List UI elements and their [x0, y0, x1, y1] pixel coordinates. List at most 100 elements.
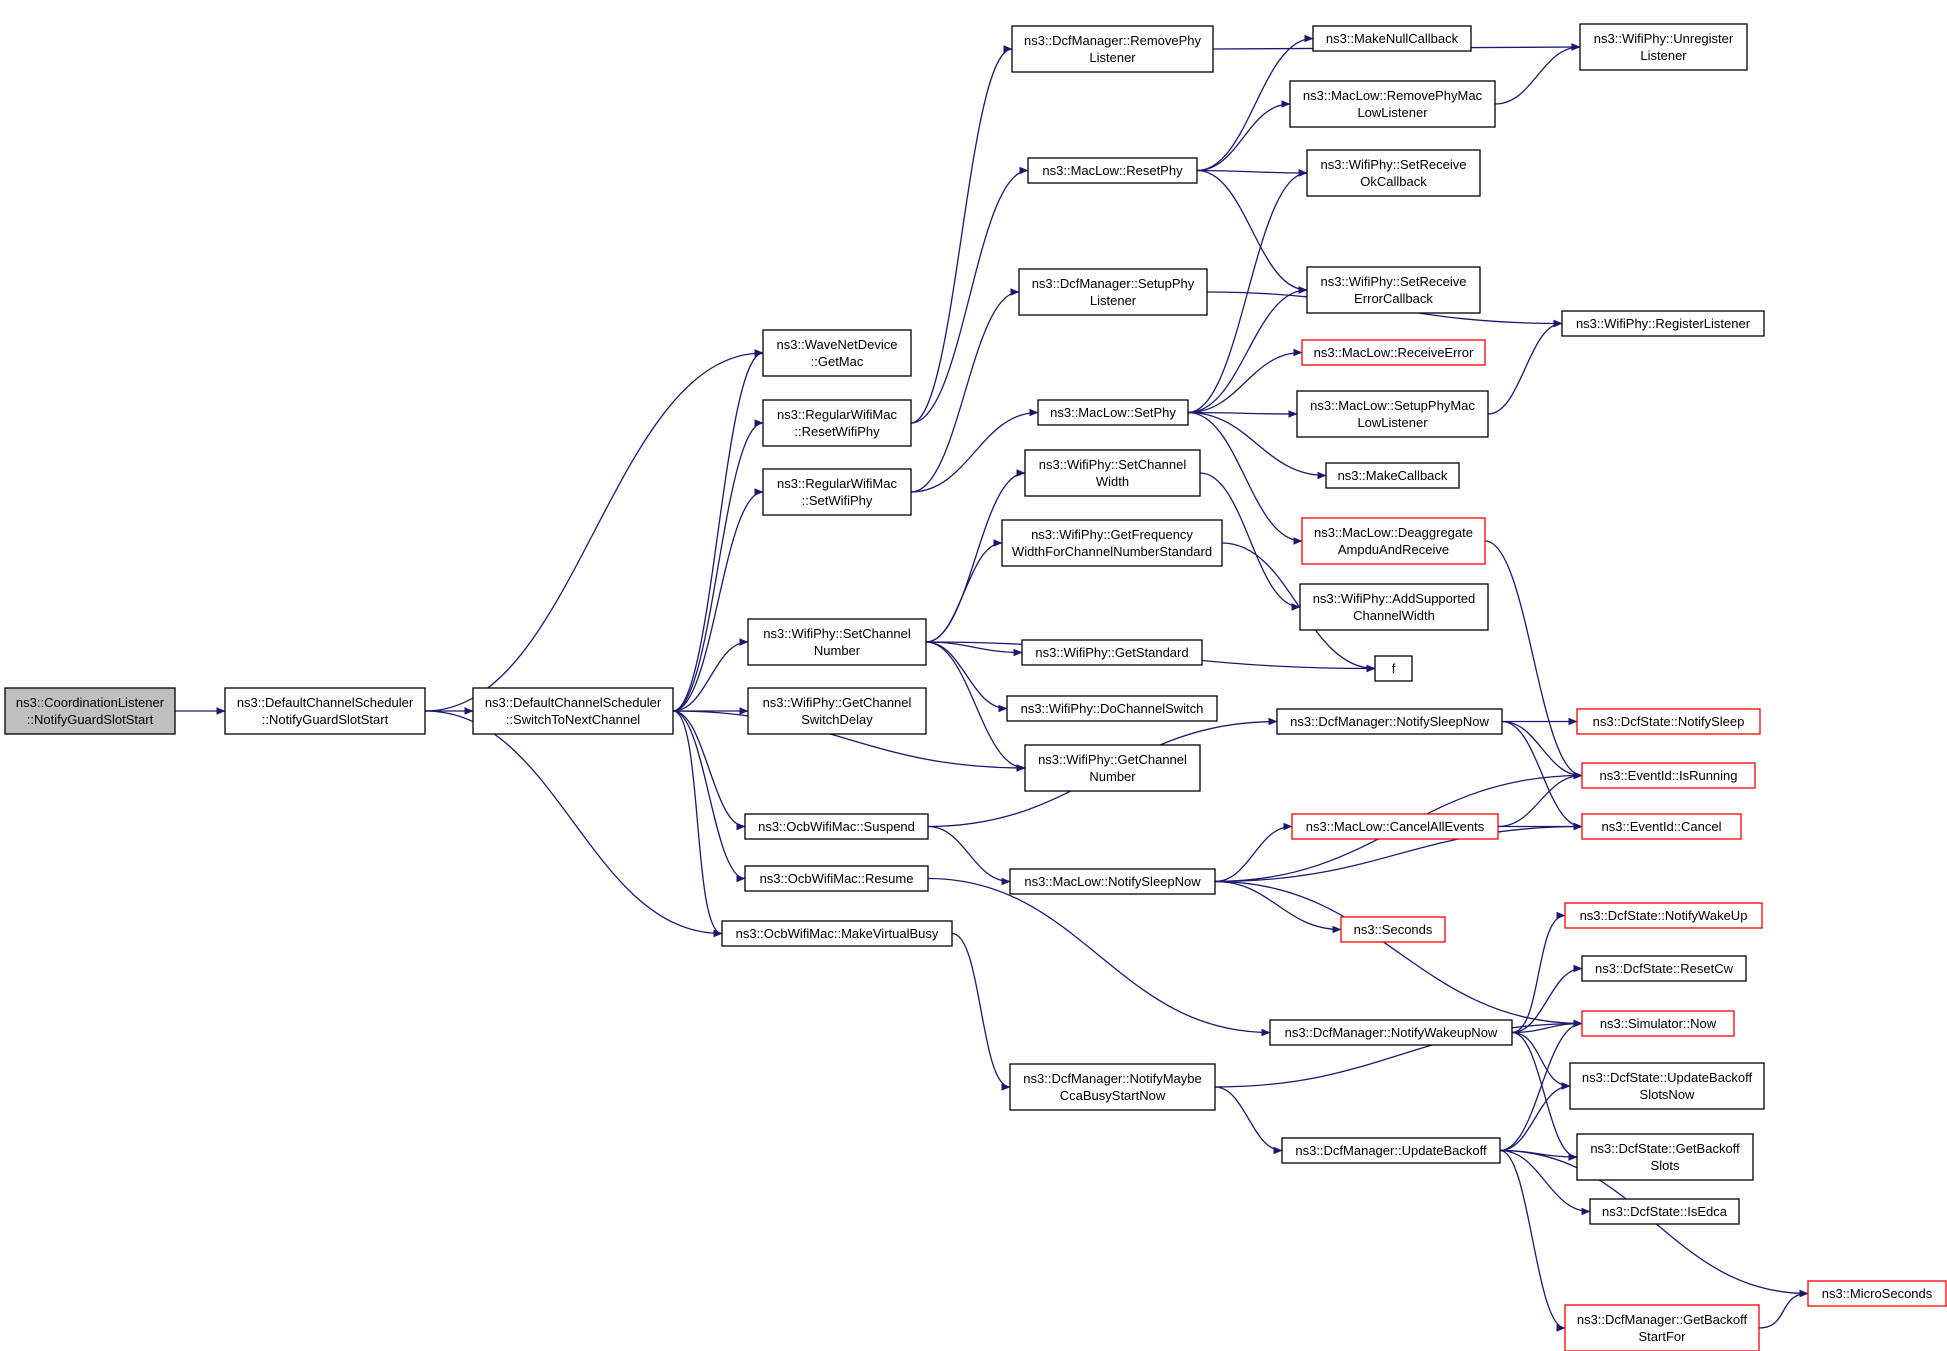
node-micro[interactable]: ns3::MicroSeconds — [1807, 1280, 1947, 1307]
node-dcs-notify[interactable]: ns3::DefaultChannelScheduler::NotifyGuar… — [224, 687, 426, 735]
node-label-line: ns3::Simulator::Now — [1600, 1016, 1717, 1031]
edge-dcf_ccabusy-to-sim_now — [1214, 1019, 1583, 1088]
node-make-cb[interactable]: ns3::MakeCallback — [1325, 462, 1460, 489]
node-label-line: SwitchDelay — [801, 712, 873, 727]
node-seconds[interactable]: ns3::Seconds — [1340, 916, 1446, 943]
node-st-sleep[interactable]: ns3::DcfState::NotifySleep — [1576, 708, 1761, 735]
edge-mac_resetphy-to-mac_removephy — [1196, 100, 1291, 172]
node-box — [1325, 462, 1460, 489]
node-label-line: ns3::WifiPhy::SetReceive — [1321, 157, 1467, 172]
node-mac-setphy[interactable]: ns3::MacLow::SetPhy — [1037, 399, 1189, 426]
node-label-line: ns3::WifiPhy::RegisterListener — [1576, 316, 1751, 331]
node-phy-reg[interactable]: ns3::WifiPhy::RegisterListener — [1561, 310, 1765, 337]
node-st-resetcw[interactable]: ns3::DcfState::ResetCw — [1581, 955, 1747, 982]
node-ocb-suspend[interactable]: ns3::OcbWifiMac::Suspend — [744, 813, 929, 840]
edge-mac_sleep-to-sim_now — [1214, 880, 1583, 1028]
node-coord[interactable]: ns3::CoordinationListener::NotifyGuardSl… — [4, 687, 176, 735]
node-phy-getstd[interactable]: ns3::WifiPhy::GetStandard — [1021, 639, 1203, 666]
node-label-line: ns3::MacLow::ResetPhy — [1042, 163, 1183, 178]
node-label-line: ns3::OcbWifiMac::Suspend — [758, 819, 915, 834]
edge-dcf_update-to-st_isedca — [1499, 1149, 1591, 1216]
node-f[interactable]: f — [1374, 655, 1413, 682]
node-st-wakeup[interactable]: ns3::DcfState::NotifyWakeUp — [1564, 902, 1763, 929]
node-phy-getfreq[interactable]: ns3::WifiPhy::GetFrequencyWidthForChanne… — [1001, 519, 1223, 567]
node-label-line: ns3::DcfState::NotifySleep — [1593, 714, 1745, 729]
node-mac-cancelall[interactable]: ns3::MacLow::CancelAllEvents — [1291, 813, 1499, 840]
node-label-line: Width — [1096, 474, 1129, 489]
node-box — [1306, 149, 1481, 197]
node-label-line: ns3::MacLow::ReceiveError — [1314, 345, 1474, 360]
node-label-line: ns3::WifiPhy::Unregister — [1594, 31, 1734, 46]
node-mac-resetphy[interactable]: ns3::MacLow::ResetPhy — [1027, 157, 1198, 184]
edge-dcs_switch-to-phy_setchnum — [672, 638, 749, 712]
node-label-line: ns3::MakeCallback — [1338, 468, 1448, 483]
edge-dcf_wakeup-to-st_updslots — [1511, 1031, 1571, 1090]
node-dcf-wakeup[interactable]: ns3::DcfManager::NotifyWakeupNow — [1269, 1019, 1513, 1046]
node-ocb-resume[interactable]: ns3::OcbWifiMac::Resume — [744, 865, 929, 892]
node-mac-recerr[interactable]: ns3::MacLow::ReceiveError — [1301, 339, 1486, 366]
node-st-isedca[interactable]: ns3::DcfState::IsEdca — [1589, 1198, 1740, 1225]
edge-rwm_set-to-mac_setphy — [910, 408, 1039, 493]
node-ev-running[interactable]: ns3::EventId::IsRunning — [1581, 762, 1756, 789]
node-rwm-set[interactable]: ns3::RegularWifiMac::SetWifiPhy — [762, 468, 912, 516]
edge-rwm_reset-to-mac_resetphy — [910, 166, 1029, 424]
node-dcf-sleep[interactable]: ns3::DcfManager::NotifySleepNow — [1276, 708, 1503, 735]
edge-dcf_sleep-to-ev_cancel — [1501, 720, 1583, 831]
edge-dcf_wakeup-to-st_resetcw — [1511, 964, 1583, 1034]
edge-mac_setphy-to-mac_setupphy — [1187, 410, 1298, 418]
node-label-line: ChannelWidth — [1353, 608, 1435, 623]
node-rwm-reset[interactable]: ns3::RegularWifiMac::ResetWifiPhy — [762, 399, 912, 447]
node-label-line: ns3::DcfManager::NotifyMaybe — [1023, 1071, 1201, 1086]
node-label-line: ::NotifyGuardSlotStart — [27, 712, 154, 727]
edge-phy_setchnum-to-phy_getstd — [925, 641, 1023, 657]
node-box — [1581, 955, 1747, 982]
node-label-line: ns3::EventId::Cancel — [1602, 819, 1722, 834]
node-dcf-ccabusy[interactable]: ns3::DcfManager::NotifyMaybeCcaBusyStart… — [1009, 1063, 1216, 1111]
node-label-line: ns3::WifiPhy::DoChannelSwitch — [1021, 701, 1204, 716]
node-dcf-update[interactable]: ns3::DcfManager::UpdateBackoff — [1281, 1137, 1501, 1164]
node-phy-doswitch[interactable]: ns3::WifiPhy::DoChannelSwitch — [1006, 695, 1218, 722]
node-label-line: ns3::DefaultChannelScheduler — [485, 695, 662, 710]
node-label-line: SlotsNow — [1640, 1087, 1696, 1102]
edge-rwm_set-to-dcf_setupphy — [910, 288, 1020, 493]
node-label-line: ns3::DcfState::GetBackoff — [1590, 1141, 1740, 1156]
node-box — [762, 329, 912, 377]
node-box — [1301, 339, 1486, 366]
node-box — [1299, 583, 1489, 631]
node-wnd-getmac[interactable]: ns3::WaveNetDevice::GetMac — [762, 329, 912, 377]
node-box — [1296, 390, 1489, 438]
node-label-line: ErrorCallback — [1354, 291, 1433, 306]
node-mac-sleep[interactable]: ns3::MacLow::NotifySleepNow — [1009, 868, 1216, 895]
node-box — [1021, 639, 1203, 666]
node-dcs-switch[interactable]: ns3::DefaultChannelScheduler::SwitchToNe… — [472, 687, 674, 735]
node-box — [762, 399, 912, 447]
node-make-null[interactable]: ns3::MakeNullCallback — [1312, 25, 1472, 52]
node-box — [1018, 268, 1208, 316]
node-box — [1024, 744, 1201, 792]
node-sim-now[interactable]: ns3::Simulator::Now — [1581, 1010, 1735, 1037]
node-label-line: Listener — [1090, 293, 1137, 308]
edge-ocb_busy-to-dcf_ccabusy — [951, 932, 1011, 1091]
node-ocb-busy[interactable]: ns3::OcbWifiMac::MakeVirtualBusy — [721, 920, 953, 947]
node-ev-cancel[interactable]: ns3::EventId::Cancel — [1581, 813, 1742, 840]
edge-dcs_switch-to-wnd_getmac — [672, 349, 764, 712]
node-label-line: StartFor — [1639, 1329, 1687, 1344]
node-box — [1291, 813, 1499, 840]
node-box — [744, 865, 929, 892]
